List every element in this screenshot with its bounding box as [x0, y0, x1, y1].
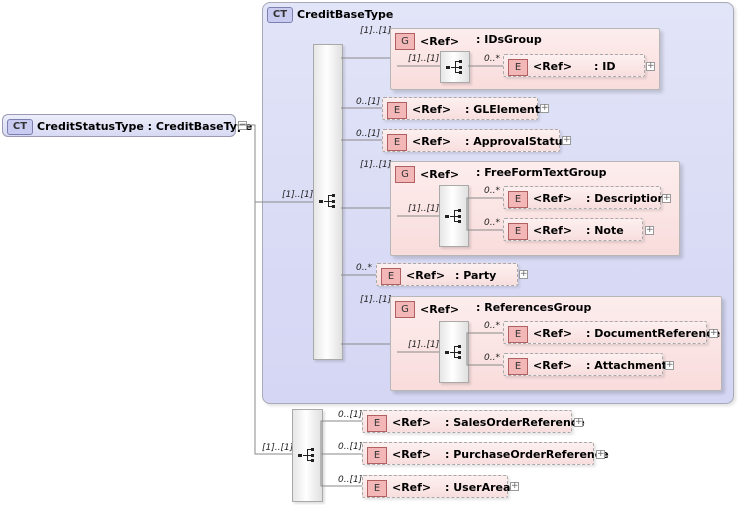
root-type: CreditBaseType: [155, 120, 253, 133]
expand-user-area[interactable]: +: [510, 481, 519, 491]
element-purchase-order-reference[interactable]: E<Ref> : PurchaseOrderReference: [362, 442, 609, 465]
element-sales-order-reference[interactable]: E<Ref> : SalesOrderReference: [362, 410, 585, 433]
element-icon: E: [367, 415, 387, 432]
credit-base-type-title: CT CreditBaseType: [267, 7, 393, 23]
sequence-icon: [319, 194, 335, 208]
expand-sales-order-reference[interactable]: +: [574, 417, 583, 427]
group-icon: G: [395, 301, 415, 318]
collapse-toggle[interactable]: −: [238, 120, 247, 130]
root-name: CreditStatusType: [37, 120, 144, 133]
element-icon: E: [387, 134, 407, 151]
gl-element-cardinality: 0..[1]: [356, 97, 381, 107]
free-form-sequence-compositor[interactable]: [439, 185, 469, 247]
ids-group-cardinality: [1]..[1]: [360, 26, 392, 36]
group-icon: G: [395, 33, 415, 50]
purchase-order-reference-cardinality: 0..[1]: [338, 442, 363, 452]
party-cardinality: 0..*: [356, 263, 372, 273]
credit-base-type-label: CreditBaseType: [297, 8, 394, 21]
ids-sequence-cardinality: [1]..[1]: [408, 54, 440, 64]
expand-document-reference[interactable]: +: [709, 328, 718, 338]
element-icon: E: [367, 447, 387, 464]
expand-note[interactable]: +: [645, 225, 654, 235]
approval-status-cardinality: 0..[1]: [356, 129, 381, 139]
references-group-cardinality: [1]..[1]: [360, 295, 392, 305]
complex-type-icon: CT: [7, 119, 33, 135]
references-sequence-compositor[interactable]: [439, 321, 469, 383]
element-document-reference[interactable]: E<Ref> : DocumentReference: [503, 321, 720, 344]
description-cardinality: 0..*: [484, 186, 500, 196]
element-icon: E: [381, 268, 401, 285]
complex-type-icon: CT: [267, 7, 293, 23]
expand-gl-element[interactable]: +: [540, 103, 549, 113]
element-description[interactable]: E<Ref> : Description: [503, 186, 665, 209]
sales-order-reference-cardinality: 0..[1]: [338, 410, 363, 420]
sequence-icon: [446, 60, 462, 74]
credit-status-type-node[interactable]: CT CreditStatusType : CreditBaseType: [2, 114, 252, 137]
element-icon: E: [508, 358, 528, 375]
references-sequence-cardinality: [1]..[1]: [408, 340, 440, 350]
expand-attachment[interactable]: +: [665, 360, 674, 370]
sequence-icon: [445, 345, 461, 359]
user-area-cardinality: 0..[1]: [338, 475, 363, 485]
root-type-separator: :: [147, 120, 153, 133]
element-id[interactable]: E<Ref> : ID: [503, 54, 645, 77]
element-user-area[interactable]: E<Ref> : UserArea: [362, 475, 510, 498]
id-cardinality: 0..*: [484, 54, 500, 64]
note-cardinality: 0..*: [484, 218, 500, 228]
expand-party[interactable]: +: [519, 269, 528, 279]
expand-id[interactable]: +: [646, 61, 655, 71]
element-gl-element[interactable]: E<Ref> : GLElement: [382, 97, 540, 120]
element-party[interactable]: E<Ref> : Party: [376, 263, 518, 286]
element-approval-status[interactable]: E<Ref> : ApprovalStatus: [382, 129, 569, 152]
element-icon: E: [508, 59, 528, 76]
extension-sequence-compositor[interactable]: [292, 409, 323, 502]
free-form-sequence-cardinality: [1]..[1]: [408, 204, 440, 214]
base-sequence-compositor[interactable]: [313, 44, 343, 360]
sequence-icon: [298, 448, 314, 462]
element-attachment[interactable]: E<Ref> : Attachment: [503, 353, 667, 376]
element-icon: E: [508, 191, 528, 208]
extension-sequence-cardinality: [1]..[1]: [262, 443, 294, 453]
element-icon: E: [508, 326, 528, 343]
element-icon: E: [387, 102, 407, 119]
sequence-icon: [445, 209, 461, 223]
element-icon: E: [367, 480, 387, 497]
group-icon: G: [395, 166, 415, 183]
attachment-cardinality: 0..*: [484, 353, 500, 363]
expand-description[interactable]: +: [662, 193, 671, 203]
ids-sequence-compositor[interactable]: [440, 51, 470, 83]
element-note[interactable]: E<Ref> : Note: [503, 218, 643, 241]
expand-purchase-order-reference[interactable]: +: [596, 449, 605, 459]
outer-sequence-cardinality: [1]..[1]: [282, 190, 314, 200]
element-icon: E: [508, 223, 528, 240]
free-form-group-cardinality: [1]..[1]: [360, 160, 392, 170]
expand-approval-status[interactable]: +: [562, 135, 571, 145]
document-reference-cardinality: 0..*: [484, 321, 500, 331]
